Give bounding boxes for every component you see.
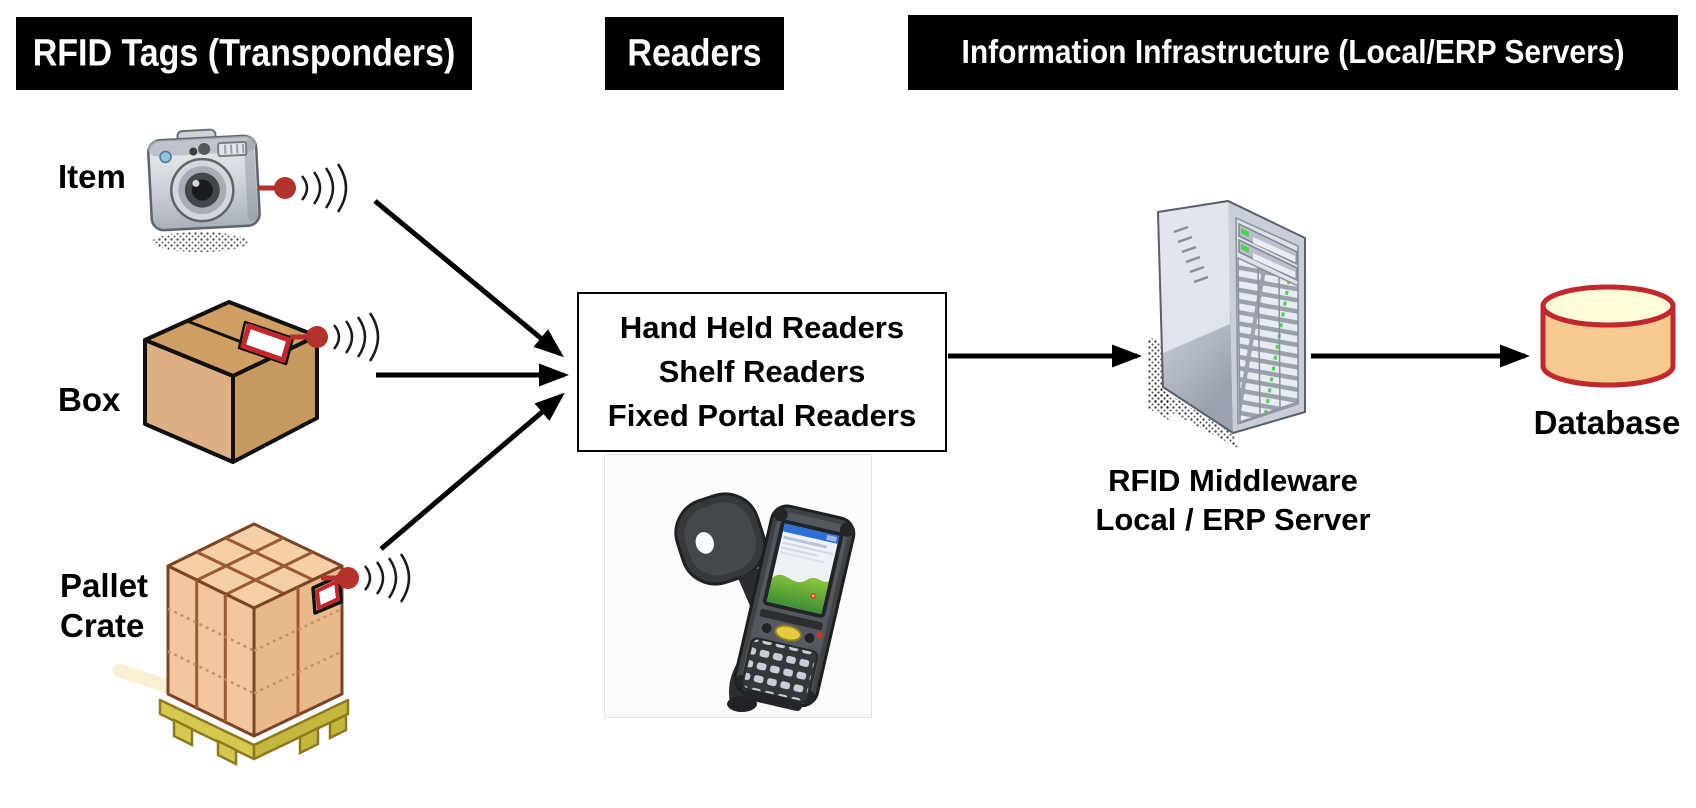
readers-line-handheld: Hand Held Readers (619, 310, 905, 345)
handheld-rfid-reader-icon (674, 492, 856, 712)
rfid-tag-signal-icon (321, 553, 411, 603)
rfid-tag-signal-icon (258, 163, 348, 213)
middleware-label-line1: RFID Middleware (1108, 463, 1358, 498)
pallet-label-line1: Pallet (60, 567, 149, 604)
header-rfid-tags: RFID Tags (Transponders) (16, 17, 472, 90)
pallet-label-line2: Crate (60, 607, 145, 644)
middleware-label: RFID Middleware Local / ERP Server (1073, 461, 1393, 539)
readers-line-fixed-portal: Fixed Portal Readers (607, 398, 917, 433)
header-readers-label: Readers (627, 31, 762, 75)
pallet-crate-icon (158, 522, 350, 767)
item-label: Item (58, 158, 126, 195)
database-cylinder-icon (1540, 284, 1676, 388)
rfid-tag-signal-icon (290, 312, 380, 362)
server-tower-icon (1148, 200, 1306, 448)
arrow-item-to-readers (373, 199, 564, 358)
readers-line-shelf: Shelf Readers (658, 354, 866, 389)
header-rfid-tags-label: RFID Tags (Transponders) (32, 31, 456, 75)
box-label: Box (58, 381, 121, 418)
readers-types-box: Hand Held Readers Shelf Readers Fixed Po… (577, 292, 947, 452)
arrow-pallet-to-readers (379, 392, 565, 551)
cardboard-box-icon (143, 300, 319, 464)
middleware-label-line2: Local / ERP Server (1095, 502, 1371, 537)
header-infrastructure-label: Information Infrastructure (Local/ERP Se… (961, 33, 1625, 71)
database-label: Database (1533, 404, 1681, 441)
header-readers: Readers (605, 17, 784, 90)
header-infrastructure: Information Infrastructure (Local/ERP Se… (908, 15, 1678, 90)
camera-icon (147, 128, 261, 252)
pallet-label: Pallet Crate (60, 566, 148, 646)
